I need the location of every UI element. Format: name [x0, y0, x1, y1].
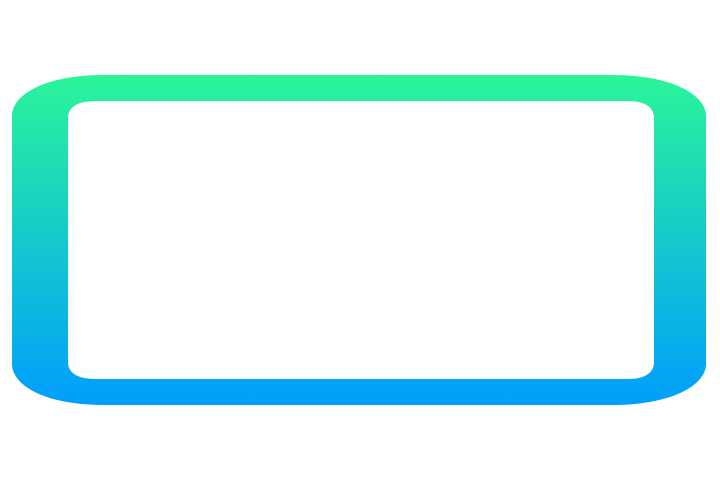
- frame-inner-panel: [68, 101, 654, 379]
